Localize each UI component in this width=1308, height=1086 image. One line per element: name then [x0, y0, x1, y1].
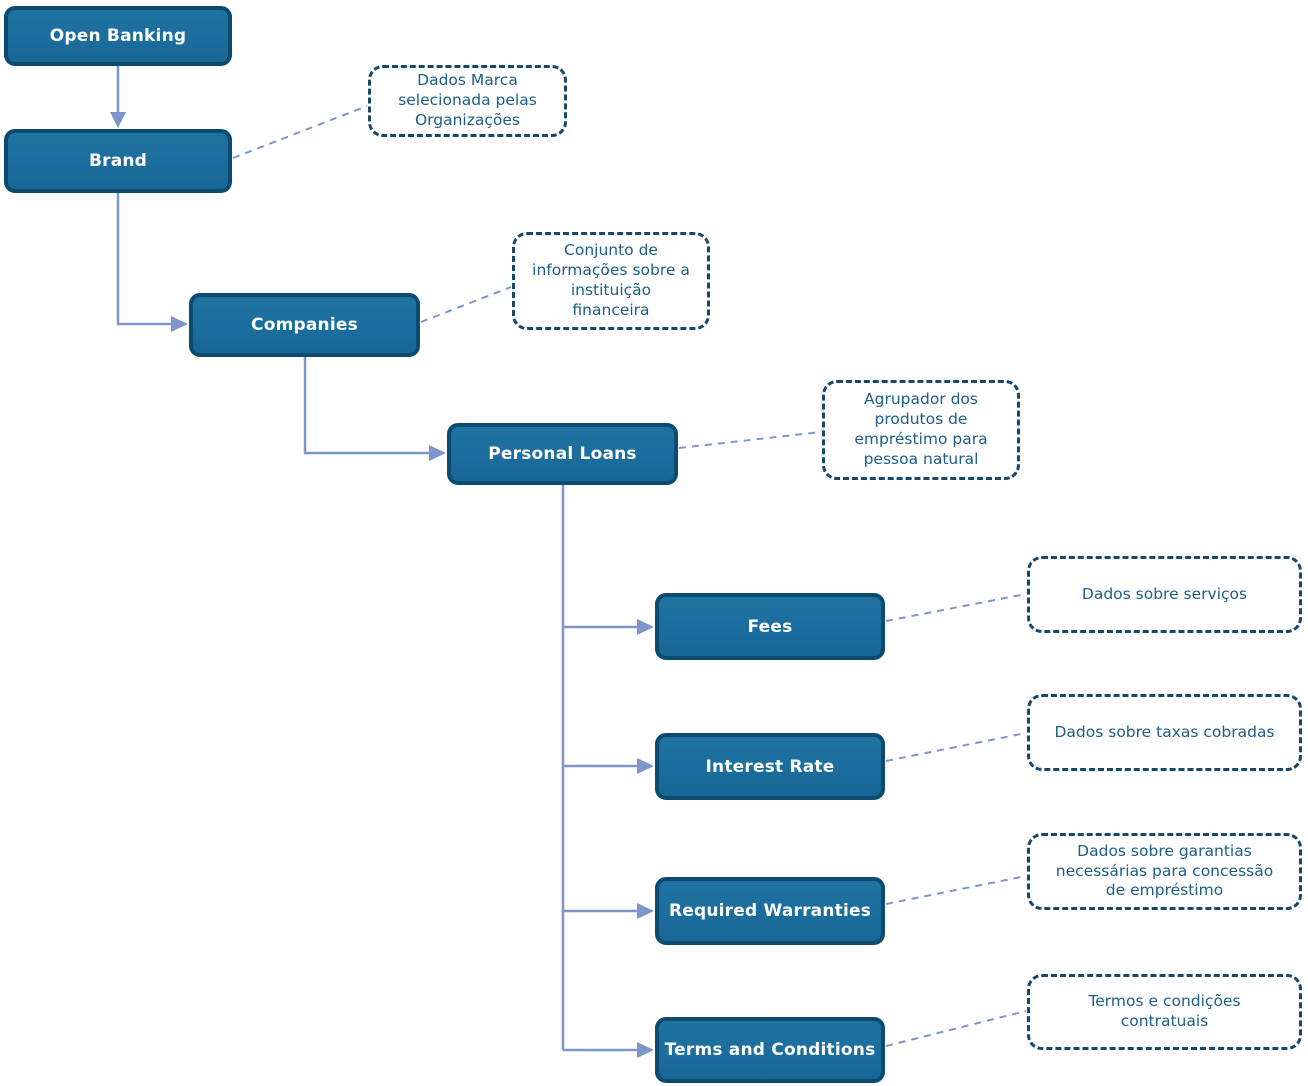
node-personal-loans-label: Personal Loans [488, 444, 637, 464]
node-open-banking: Open Banking [4, 6, 232, 66]
edge-brand-companies [116, 193, 172, 326]
annotation-personal-loans: Agrupador dos produtos de empréstimo par… [822, 380, 1020, 480]
annotation-required-warranties-text: Dados sobre garantias necessárias para c… [1055, 841, 1274, 900]
dashed-connectors [232, 105, 1027, 1047]
annotation-brand: Dados Marca selecionada pelas Organizaçõ… [368, 65, 567, 137]
node-personal-loans: Personal Loans [447, 423, 678, 485]
annotation-fees-text: Dados sobre serviços [1081, 584, 1248, 603]
arrowhead-right-required-warranties [637, 903, 654, 919]
arrowhead-down-brand [110, 112, 126, 128]
link-interest-rate-note [885, 732, 1027, 762]
link-fees-note [885, 593, 1027, 622]
link-personalloans-note [678, 431, 822, 449]
node-required-warranties: Required Warranties [655, 877, 885, 945]
arrowheads [110, 112, 654, 1058]
node-fees-label: Fees [747, 616, 793, 637]
annotation-personal-loans-text: Agrupador dos produtos de empréstimo par… [854, 390, 988, 468]
node-interest-rate-label: Interest Rate [705, 756, 835, 777]
annotation-required-warranties: Dados sobre garantias necessárias para c… [1027, 833, 1302, 910]
node-terms-and-conditions-label: Terms and Conditions [664, 1040, 876, 1060]
arrowhead-right-fees [637, 619, 654, 635]
node-companies: Companies [189, 293, 420, 357]
link-required-warranties-note [885, 875, 1027, 905]
node-companies-label: Companies [251, 315, 358, 335]
annotation-companies: Conjunto de informações sobre a institui… [512, 232, 710, 330]
arrowhead-right-terms-conditions [637, 1042, 654, 1058]
node-terms-and-conditions: Terms and Conditions [655, 1017, 885, 1083]
edge-companies-personalloans [303, 357, 430, 455]
link-companies-note [420, 286, 512, 323]
node-interest-rate: Interest Rate [655, 733, 885, 800]
node-brand-label: Brand [88, 151, 148, 171]
annotation-companies-text: Conjunto de informações sobre a institui… [532, 241, 690, 319]
node-fees: Fees [655, 593, 885, 660]
annotation-brand-text: Dados Marca selecionada pelas Organizaçõ… [398, 71, 537, 129]
arrowhead-right-companies [171, 316, 188, 332]
annotation-interest-rate: Dados sobre taxas cobradas [1027, 694, 1302, 771]
link-terms-conditions-note [885, 1010, 1027, 1047]
link-brand-note [232, 105, 368, 159]
annotation-interest-rate-text: Dados sobre taxas cobradas [1054, 722, 1275, 741]
annotation-terms-and-conditions-text: Termos e condições contratuais [1088, 992, 1241, 1030]
solid-connectors [116, 66, 638, 1052]
node-required-warranties-label: Required Warranties [668, 901, 872, 921]
annotation-fees: Dados sobre serviços [1027, 556, 1302, 633]
node-brand: Brand [4, 129, 232, 193]
node-open-banking-label: Open Banking [49, 26, 187, 46]
arrowhead-right-interest-rate [637, 758, 654, 774]
annotation-terms-and-conditions: Termos e condições contratuais [1027, 974, 1302, 1050]
arrowhead-right-personalloans [429, 445, 446, 461]
